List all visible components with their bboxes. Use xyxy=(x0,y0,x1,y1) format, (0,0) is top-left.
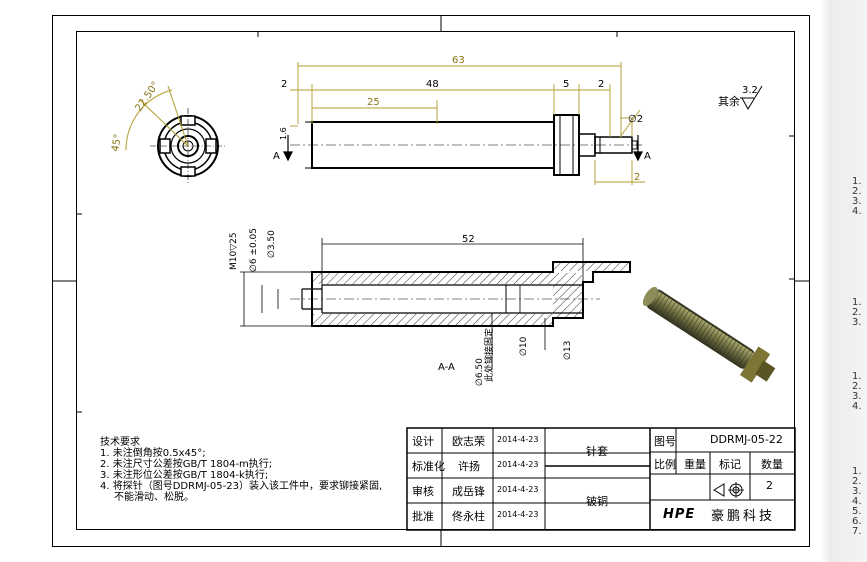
dim-thread: M10▽25 xyxy=(229,232,239,270)
isometric-part-image xyxy=(642,286,776,383)
tb-standard-date: 2014-4-23 xyxy=(497,460,539,469)
dim-tip-dia: ∅2 xyxy=(628,114,643,125)
tb-drawing-no: DDRMJ-05-22 xyxy=(710,433,783,446)
side-fragment-b: 1.2.3. xyxy=(852,297,862,328)
tech-req-item: 1. 未注倒角按0.5x45°; xyxy=(100,448,206,459)
tb-review-label: 审核 xyxy=(412,485,434,498)
tb-mark-label: 标记 xyxy=(719,458,741,471)
tb-review-name: 成岳锋 xyxy=(452,485,485,498)
tb-design-label: 设计 xyxy=(412,435,434,448)
company-logo: HPE xyxy=(663,507,696,522)
dim-overall: 63 xyxy=(452,55,465,66)
tb-part-name: 针套 xyxy=(586,445,608,458)
tb-weight-label: 重量 xyxy=(684,458,706,471)
section-mark-left: A xyxy=(273,151,280,162)
tb-design-date: 2014-4-23 xyxy=(497,435,539,444)
tech-req-heading: 技术要求 xyxy=(100,437,140,448)
dim-end-right: 2 xyxy=(598,79,604,90)
roughness-icon xyxy=(741,85,763,111)
tb-design-name: 欧志荣 xyxy=(452,435,485,448)
tb-scale-label: 比例 xyxy=(654,458,676,471)
side-fragment-c: 1.2.3.4. xyxy=(852,371,862,412)
dim-groove: 25 xyxy=(367,97,380,108)
projection-symbol-icon xyxy=(713,482,744,498)
tech-req-item: 2. 未注尺寸公差按GB/T 1804-m执行; xyxy=(100,459,273,470)
dim-dia-650: ∅6.50 xyxy=(475,358,485,386)
section-mark-right: A xyxy=(644,151,651,162)
side-fragment-a: 1.2.3.4. xyxy=(852,176,862,217)
tb-drawing-no-label: 图号 xyxy=(654,435,676,448)
company-name: 豪鹏科技 xyxy=(711,509,776,524)
tech-req-item: 3. 未注形位公差按GB/T 1804-k执行; xyxy=(100,470,269,481)
dim-tip-chamfer: 1.6 xyxy=(279,127,288,140)
tb-approve-label: 批准 xyxy=(412,510,434,523)
surface-finish-value: 3.2 xyxy=(742,85,758,96)
dim-dia-10: ∅10 xyxy=(519,336,529,356)
dim-tip-len: 2 xyxy=(634,172,640,183)
dim-depth-52: 52 xyxy=(462,234,475,245)
angle-45-label: 45° xyxy=(110,133,124,152)
shaft-side-view xyxy=(290,114,645,176)
dim-dia-350: ∅3.50 xyxy=(267,230,277,258)
tb-approve-name: 佟永柱 xyxy=(452,510,485,523)
tech-req-item: 4. 将探针（图号DDRMJ-05-23）装入该工件中，要求铆接紧固, xyxy=(100,481,383,492)
tb-material: 铍铜 xyxy=(586,495,608,508)
rivet-note: 此处铆接固定 xyxy=(483,328,495,382)
technical-requirements: 技术要求 1. 未注倒角按0.5x45°; 2. 未注尺寸公差按GB/T 180… xyxy=(100,437,400,503)
tech-req-item: 不能滑动、松脱。 xyxy=(114,492,194,503)
dim-body: 48 xyxy=(426,79,439,90)
dim-end-left: 2 xyxy=(281,79,287,90)
tb-standard-name: 许扬 xyxy=(458,460,480,473)
tb-qty-label: 数量 xyxy=(761,458,783,471)
dim-hole-6: ∅6 ±0.05 xyxy=(249,228,259,272)
dim-collar: 5 xyxy=(563,79,569,90)
tb-review-date: 2014-4-23 xyxy=(497,485,539,494)
tb-approve-date: 2014-4-23 xyxy=(497,510,539,519)
surface-finish-label: 其余 xyxy=(718,94,740,108)
dim-dia-13: ∅13 xyxy=(563,341,573,360)
angle-22-label: 22.50° xyxy=(133,80,161,114)
section-view xyxy=(290,261,631,327)
tb-standard-label: 标准化 xyxy=(412,460,445,473)
section-title: A-A xyxy=(438,362,455,373)
tb-qty: 2 xyxy=(766,479,773,492)
side-fragment-d: 1.2.3.4.5.6.7. xyxy=(852,466,862,537)
